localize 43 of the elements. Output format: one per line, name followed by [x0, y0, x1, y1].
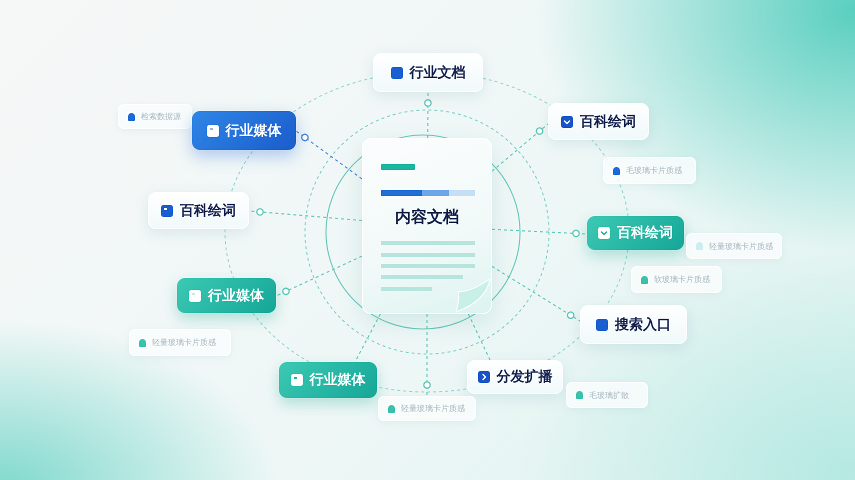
- tag-card: [580, 305, 687, 344]
- card-label: 百科绘词: [180, 202, 236, 220]
- tag-card: [587, 216, 684, 250]
- tag-card: [177, 278, 276, 313]
- card-caption: 毛玻璃扩散: [589, 390, 629, 400]
- connector: [248, 208, 362, 222]
- connector: [276, 256, 362, 296]
- tag-card: [467, 360, 563, 394]
- connector: [424, 92, 432, 138]
- glass-card: [118, 104, 192, 129]
- connector: [296, 130, 362, 180]
- card-label: 分发扩播: [496, 368, 552, 386]
- card-caption: 检索数据源: [141, 111, 181, 122]
- glass-card: [378, 396, 476, 421]
- card-label: 行业媒体: [208, 286, 264, 304]
- tag-card: [148, 192, 249, 229]
- tag-card: [373, 53, 483, 92]
- card-label: 行业媒体: [310, 371, 366, 389]
- tag-card: [279, 362, 377, 398]
- connector: [423, 314, 431, 396]
- glass-card: [631, 266, 722, 293]
- card-caption: 毛玻璃卡片质感: [626, 165, 682, 176]
- card-label: 行业文档: [410, 64, 466, 82]
- glass-card: [566, 382, 648, 408]
- glass-card: [129, 329, 231, 356]
- card-label: 百科绘词: [617, 224, 673, 242]
- glass-card: [686, 233, 782, 259]
- glass-card: [603, 157, 696, 184]
- connector: [492, 228, 588, 238]
- tag-card: [192, 111, 296, 150]
- connector: [468, 314, 490, 360]
- card-caption: 软玻璃卡片质感: [654, 274, 710, 285]
- document-card: [362, 138, 492, 314]
- tag-card: [548, 103, 649, 140]
- card-caption: 轻量玻璃卡片质感: [709, 240, 773, 252]
- document-title: 内容文档: [394, 207, 460, 228]
- card-caption: 轻量玻璃卡片质感: [152, 337, 216, 348]
- card-label: 行业媒体: [226, 122, 282, 140]
- connector: [354, 314, 381, 362]
- card-label: 搜索入口: [615, 316, 671, 334]
- connector: [492, 266, 580, 322]
- card-caption: 轻量玻璃卡片质感: [401, 403, 465, 414]
- card-label: 百科绘词: [580, 112, 636, 130]
